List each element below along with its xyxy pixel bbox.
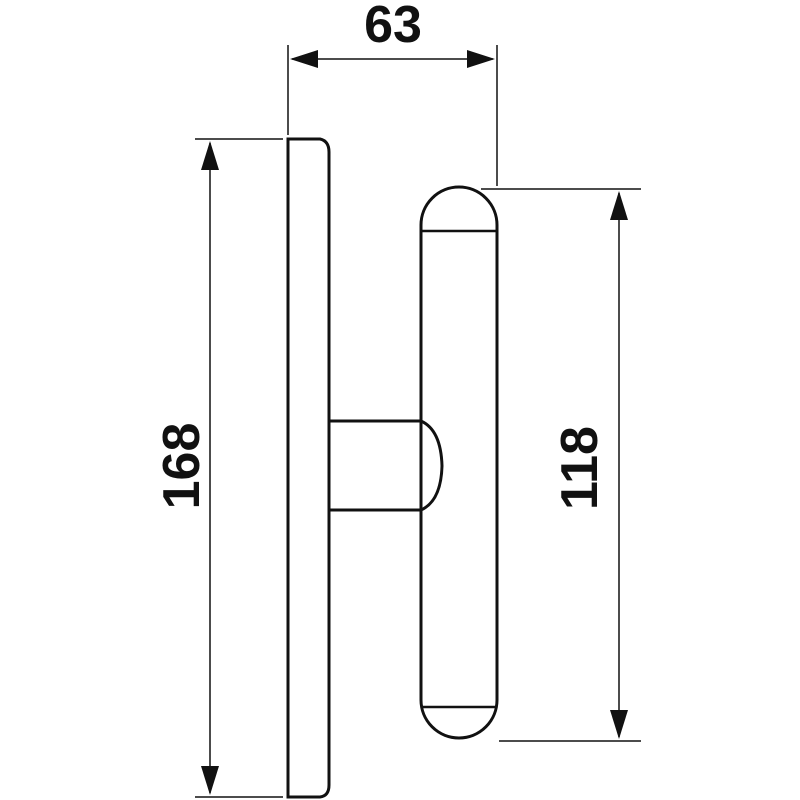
handle-grip <box>419 185 499 740</box>
right-height-arrow-bottom <box>610 710 628 739</box>
width-arrow-right <box>467 50 495 68</box>
left-height-arrow-bottom <box>201 766 219 795</box>
rosette-plate <box>286 137 331 799</box>
width-dimension-label: 63 <box>364 0 422 54</box>
left-height-dimension-label: 168 <box>153 423 211 510</box>
handle-neck <box>330 419 444 512</box>
right-height-dimension-label: 118 <box>551 426 609 510</box>
right-height-arrow-top <box>610 191 628 220</box>
left-height-arrow-top <box>201 141 219 170</box>
width-arrow-left <box>290 50 318 68</box>
